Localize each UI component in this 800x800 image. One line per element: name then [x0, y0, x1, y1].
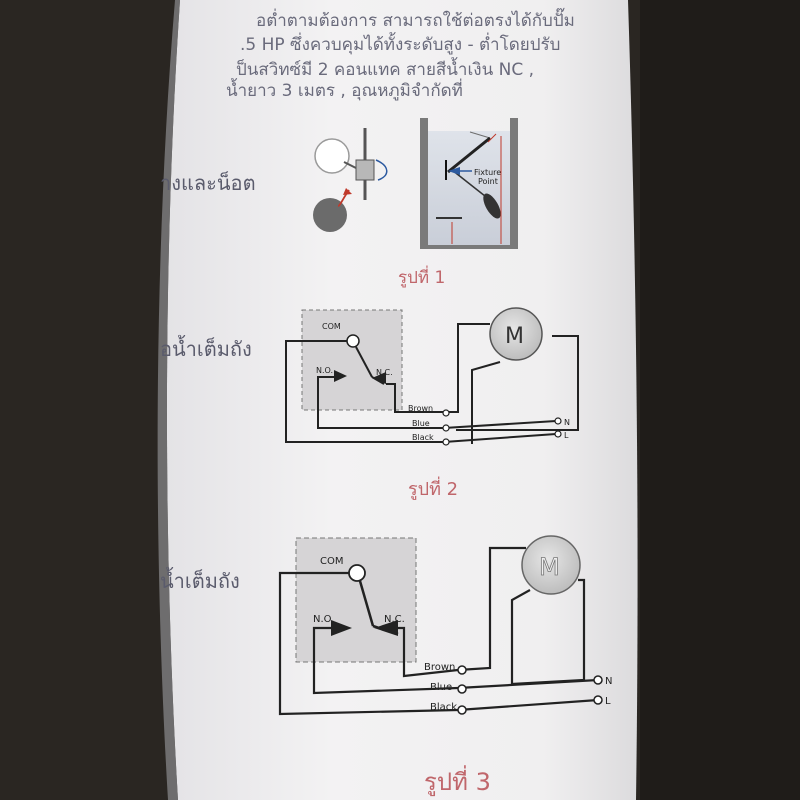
float-ball-lower: [313, 198, 347, 232]
side-label-3: น้ำเต็มถัง: [160, 567, 240, 593]
terminal-n: N: [605, 676, 612, 687]
nc-label: N.C.: [376, 368, 393, 377]
table-right-edge: [640, 0, 800, 800]
nc-label: N.C.: [384, 614, 405, 625]
com-label: COM: [320, 556, 343, 567]
terminal-l: L: [564, 431, 569, 440]
figure-2-caption: รูปที่ 2: [408, 476, 458, 500]
no-label: N.O.: [313, 614, 334, 625]
float-ball-upper-outline: [314, 138, 350, 174]
wire-label-black: Black: [412, 433, 434, 442]
intro-text: อต่ำตามต้องการ สามารถใช้ต่อตรงได้กับปั๊ม…: [226, 7, 575, 101]
side-label-1: างและน็อต: [160, 170, 256, 195]
motor-label: M: [505, 324, 524, 349]
wire-label-black: Black: [430, 702, 457, 713]
no-label: N.O.: [316, 366, 333, 375]
intro-line-3: ป็นสวิทซ์มี 2 คอนแทค สายสีน้ำเงิน NC ,: [236, 57, 534, 80]
intro-line-2: .5 HP ซึ่งควบคุมได้ทั้งระดับสูง - ต่ำโดย…: [240, 32, 560, 55]
com-terminal: [348, 564, 366, 582]
fixture-point-label-1: Fixture: [474, 168, 501, 177]
no-contact: [334, 370, 347, 382]
terminal-n: N: [564, 418, 570, 427]
tank-illustration: Fixture Point: [420, 118, 518, 249]
com-terminal: [346, 334, 360, 348]
figure-3-caption: รูปที่ 3: [424, 765, 491, 797]
figure-1-caption: รูปที่ 1: [398, 265, 445, 288]
terminal-l: L: [605, 696, 611, 707]
figure-3-wiring-diagram: COM N.O. N.C. M Brown Blue Black N L รูป…: [278, 535, 612, 797]
float-switch-illustration: [313, 128, 388, 232]
intro-line-4: น้ำยาว 3 เมตร , อุณหภูมิจำกัดที่: [226, 78, 463, 101]
com-label: COM: [322, 322, 341, 331]
motor: [489, 307, 543, 361]
intro-line-1: อต่ำตามต้องการ สามารถใช้ต่อตรงได้กับปั๊ม: [256, 7, 575, 31]
paper-shadow: [157, 0, 180, 800]
motor-label: M: [539, 553, 560, 581]
figure-2-wiring-diagram: COM N.O. N.C. M Brown Blue Black N L ร: [285, 307, 579, 500]
motor: [521, 535, 581, 595]
figure-1: Fixture Point รูปที่ 1: [313, 118, 518, 288]
wire-label-brown: Brown: [408, 404, 433, 413]
side-label-2: อน้ำเต็มถัง: [160, 335, 252, 361]
no-contact: [331, 620, 352, 636]
fixture-point-label-2: Point: [478, 177, 498, 186]
switch-box: [295, 537, 417, 663]
wire-label-brown: Brown: [424, 662, 455, 673]
wire-label-blue: Blue: [430, 682, 452, 693]
wire-label-blue: Blue: [412, 419, 430, 428]
nc-contact: [372, 372, 386, 384]
